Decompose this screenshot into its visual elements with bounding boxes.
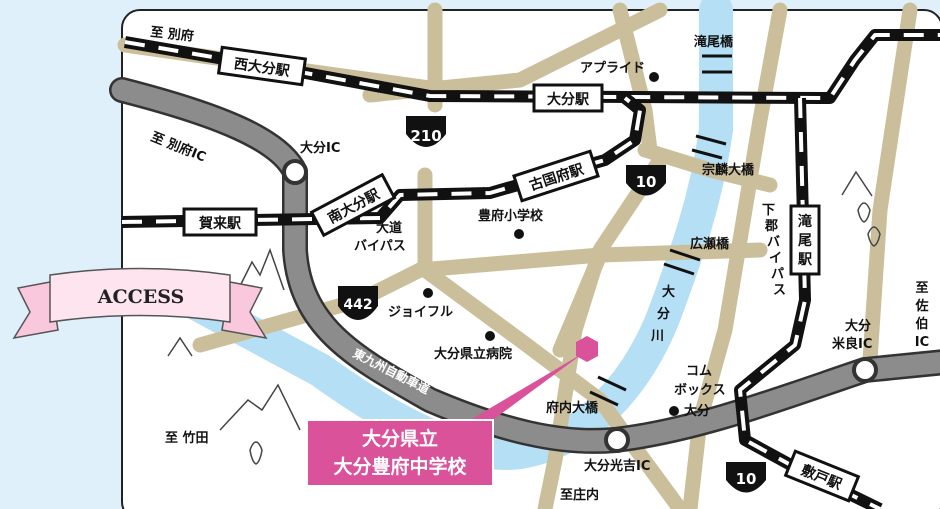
oita-ic-marker xyxy=(282,159,308,185)
station-shikido: 敷戸駅 xyxy=(783,449,861,503)
expressway xyxy=(109,77,940,454)
route-10-shield-south: 10 xyxy=(726,462,766,493)
apuraido-dot xyxy=(649,72,659,82)
mera-ic-line1: 大分 xyxy=(845,318,871,334)
route-10-north-label: 10 xyxy=(636,173,657,191)
hofu-school-label: 豊府小学校 xyxy=(478,208,544,224)
shimogori-4: イ xyxy=(769,251,782,266)
comm-boxes-dot xyxy=(669,406,679,416)
destination-line1: 大分県立 xyxy=(361,428,438,450)
apuraido-label: アプライド xyxy=(580,61,645,76)
dir-saiki-3: 伯 xyxy=(915,316,928,332)
oita-mera-ic-marker xyxy=(852,357,878,383)
destination-pointer xyxy=(470,352,585,422)
odo-bypass-1: 大道 xyxy=(376,220,402,236)
destination-callout: 大分県立 大分豊府中学校 xyxy=(306,419,494,487)
river-label-3: 川 xyxy=(650,329,664,344)
oita-ic-label: 大分IC xyxy=(300,140,340,156)
station-kaku: 賀来駅 xyxy=(182,207,258,237)
station-oita: 大分駅 xyxy=(532,83,604,113)
station-oita-label: 大分駅 xyxy=(547,91,590,108)
shimogori-2: 郡 xyxy=(764,219,778,234)
comm-boxes-2: ボックス xyxy=(674,382,726,398)
route-442-label: 442 xyxy=(343,297,372,313)
mitsuyoshi-ic-label: 大分光吉IC xyxy=(584,458,650,474)
hill-illustrations xyxy=(167,170,881,465)
station-kaku-label: 賀来駅 xyxy=(198,215,242,232)
hirose-bridge-label: 広瀬橋 xyxy=(690,236,730,252)
route-10-south-label: 10 xyxy=(736,470,757,488)
takio-bridge-label: 滝尾橋 xyxy=(694,34,734,50)
hospital-label: 大分県立病院 xyxy=(434,346,512,362)
dir-saiki-1: 至 xyxy=(915,281,928,296)
river-label-2: 分 xyxy=(657,306,670,322)
station-takio-3: 駅 xyxy=(798,252,813,268)
shimogori-1: 下 xyxy=(762,203,775,218)
station-takio: 滝 尾 駅 xyxy=(789,204,821,276)
dir-beppu-top: 至 別府 xyxy=(150,24,195,44)
destination-marker xyxy=(576,336,598,362)
funai-bridge-label: 府内大橋 xyxy=(546,400,599,416)
oita-mitsuyoshi-ic-marker xyxy=(604,427,630,453)
dir-saiki-4: IC xyxy=(915,335,929,350)
bridge-marks xyxy=(589,54,732,407)
destination-line2: 大分豊府中学校 xyxy=(333,456,467,478)
shimogori-5: パ xyxy=(771,267,784,282)
access-banner xyxy=(12,267,268,340)
sorin-bridge-label: 宗麟大橋 xyxy=(702,162,755,178)
mera-ic-line2: 米良IC xyxy=(832,336,872,352)
river-label-1: 大 xyxy=(662,284,675,300)
route-210-label: 210 xyxy=(410,127,441,145)
hofu-school-dot xyxy=(514,229,524,239)
hospital-dot xyxy=(485,331,495,341)
station-takio-2: 尾 xyxy=(798,233,812,249)
dir-taketa: 至 竹田 xyxy=(165,430,209,446)
dir-saiki-2: 佐 xyxy=(914,298,928,314)
comm-boxes-3: 大分 xyxy=(684,403,710,419)
joyfull-dot xyxy=(423,288,433,298)
shimogori-6: ス xyxy=(773,283,786,298)
station-nishi-oita: 西大分駅 xyxy=(216,45,308,87)
station-takio-1: 滝 xyxy=(798,213,812,230)
shimogori-3: バ xyxy=(767,235,780,250)
access-title: ACCESS xyxy=(97,286,185,308)
comm-boxes-1: コム xyxy=(686,364,712,379)
joyfull-label: ジョイフル xyxy=(388,305,453,320)
odo-bypass-2: バイパス xyxy=(354,239,406,254)
route-10-shield-north: 10 xyxy=(626,165,666,196)
dir-shonai: 至庄内 xyxy=(560,487,599,503)
route-210-shield: 210 xyxy=(406,116,446,147)
route-442-shield: 442 xyxy=(338,286,378,320)
